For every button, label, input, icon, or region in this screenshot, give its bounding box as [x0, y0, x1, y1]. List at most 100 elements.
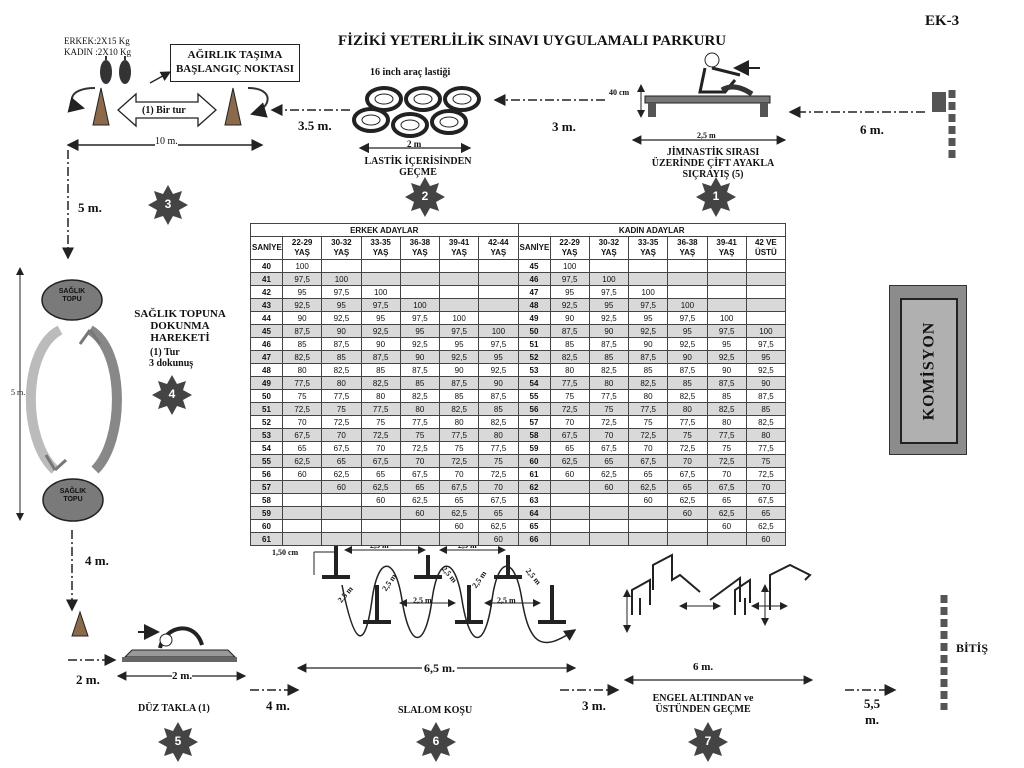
male-group-header: ERKEK ADAYLAR — [250, 223, 519, 237]
score-cell: 95 — [399, 324, 441, 338]
score-cell: 75 — [360, 415, 401, 429]
score-cell: 62,5 — [360, 480, 401, 494]
score-cell: 60 — [478, 532, 519, 546]
badge-6 — [416, 722, 456, 762]
score-cell — [399, 259, 441, 273]
score-cell: 80 — [438, 415, 480, 429]
score-cell — [667, 519, 708, 533]
bir-tur-arrow — [117, 92, 217, 128]
score-cell: 77,5 — [706, 428, 747, 442]
badge-number-2: 2 — [421, 189, 429, 203]
score-cell — [438, 298, 480, 312]
score-cell: 77,5 — [549, 376, 590, 390]
seconds-cell: 41 — [250, 272, 283, 286]
score-cell: 80 — [321, 376, 362, 390]
score-cell: 90 — [627, 337, 669, 351]
seconds-cell: 59 — [250, 506, 283, 520]
score-cell: 82,5 — [706, 402, 747, 416]
score-cell: 100 — [478, 324, 519, 338]
score-cell — [360, 259, 401, 273]
seconds-cell: 66 — [517, 532, 551, 546]
score-cell: 77,5 — [667, 415, 708, 429]
distance-4m-bottom: 4 m. — [266, 698, 290, 713]
score-cell: 100 — [745, 324, 787, 338]
slalom-dist-4: 2,5 m — [497, 596, 516, 605]
document-code: EK-3 — [925, 13, 960, 29]
score-cell: 85 — [549, 337, 590, 351]
score-cell — [549, 519, 590, 533]
score-cell: 72,5 — [438, 454, 480, 468]
tires-icon — [352, 86, 481, 138]
score-cell: 90 — [745, 376, 787, 390]
male-col-header: 36-38 YAŞ — [399, 236, 441, 260]
bench-station-label: JİMNASTİK SIRASI ÜZERİNDE ÇİFT AYAKLA SI… — [651, 147, 775, 180]
score-cell — [667, 259, 708, 273]
seconds-cell: 54 — [250, 441, 283, 455]
score-cell — [438, 259, 480, 273]
turn-arrow-left — [67, 87, 96, 113]
score-cell: 97,5 — [478, 337, 519, 351]
score-cell: 92,5 — [321, 311, 362, 325]
score-cell: 65 — [627, 467, 669, 481]
score-cell: 80 — [478, 428, 519, 442]
page-title: FİZİKİ YETERLİLİK SINAVI UYGULAMALI PARK… — [338, 33, 727, 49]
seconds-cell: 53 — [517, 363, 551, 377]
score-cell: 62,5 — [478, 519, 519, 533]
seconds-cell: 58 — [250, 493, 283, 507]
score-cell: 92,5 — [399, 337, 441, 351]
female-col-header: 39-41 YAŞ — [706, 236, 747, 260]
roll-mat-icon — [122, 624, 237, 662]
tire-distance: 2 m — [407, 139, 422, 149]
seconds-cell: 58 — [517, 428, 551, 442]
seconds-cell: 53 — [250, 428, 283, 442]
score-cell: 60 — [321, 480, 362, 494]
score-cell: 70 — [667, 454, 708, 468]
score-cell — [745, 298, 787, 312]
female-col-header: 22-29 YAŞ — [549, 236, 590, 260]
score-cell: 95 — [745, 350, 787, 364]
score-cell: 95 — [281, 285, 323, 299]
score-cell — [745, 285, 787, 299]
score-cell: 87,5 — [321, 337, 362, 351]
score-cell: 92,5 — [706, 350, 747, 364]
slalom-length: 6,5 m. — [422, 661, 457, 676]
seconds-cell: 55 — [517, 389, 551, 403]
score-cell — [745, 259, 787, 273]
score-cell: 75 — [321, 402, 362, 416]
score-cell — [438, 272, 480, 286]
seconds-cell: 45 — [250, 324, 283, 338]
seconds-cell: 64 — [517, 506, 551, 520]
health-ball-touch: 3 dokunuş — [149, 358, 194, 369]
score-cell: 82,5 — [399, 389, 441, 403]
seconds-cell: 52 — [250, 415, 283, 429]
score-cell — [667, 285, 708, 299]
score-cell: 72,5 — [745, 467, 787, 481]
score-cell: 70 — [360, 441, 401, 455]
seconds-cell: 60 — [517, 454, 551, 468]
score-cell — [321, 506, 362, 520]
badge-7 — [688, 722, 728, 762]
score-cell: 72,5 — [667, 441, 708, 455]
bench-height: 40 cm — [609, 88, 630, 97]
score-cell: 75 — [706, 441, 747, 455]
score-cell: 95 — [360, 311, 401, 325]
score-cell: 85 — [399, 376, 441, 390]
distance-3-5m: 3.5 m. — [298, 118, 332, 133]
score-cell: 65 — [667, 480, 708, 494]
score-cell — [706, 272, 747, 286]
score-cell: 92,5 — [360, 324, 401, 338]
badge-number-5: 5 — [174, 734, 182, 748]
score-cell: 87,5 — [360, 350, 401, 364]
score-cell: 67,5 — [321, 441, 362, 455]
score-cell: 82,5 — [588, 363, 630, 377]
score-cell — [281, 493, 323, 507]
score-cell: 60 — [360, 493, 401, 507]
score-cell: 100 — [588, 272, 630, 286]
score-cell — [360, 532, 401, 546]
tire-station-label: LASTİK İÇERİSİNDEN GEÇME — [364, 156, 472, 178]
